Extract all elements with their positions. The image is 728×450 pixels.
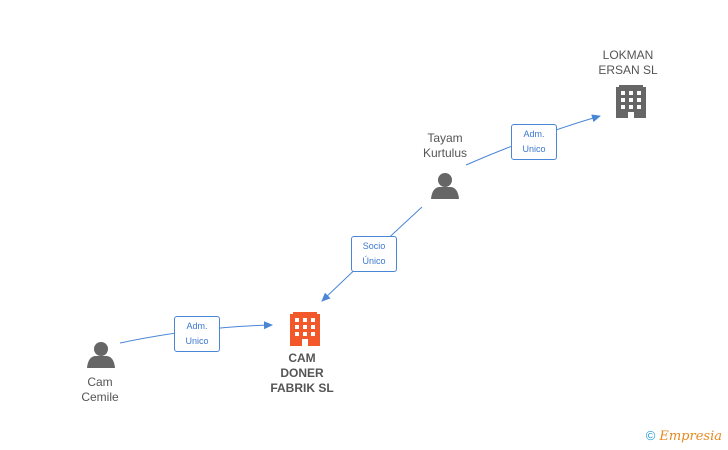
person-icon[interactable] [87, 342, 115, 368]
edge-label: Adm. Unico [511, 124, 557, 160]
building-icon[interactable] [290, 312, 320, 346]
edge-label: Socio Único [351, 236, 397, 272]
person-icon[interactable] [431, 173, 459, 199]
node-label-tayam[interactable]: Tayam Kurtulus [422, 131, 468, 160]
node-label-cam-cemile[interactable]: Cam Cemile [81, 375, 119, 404]
node-label-cam-doner[interactable]: CAM DONER FABRIK SL [270, 351, 334, 395]
node-label-lokman[interactable]: LOKMAN ERSAN SL [598, 48, 658, 77]
building-icon[interactable] [616, 85, 646, 118]
brand-logo: ©Empresia [646, 428, 722, 444]
copyright-icon: © [645, 428, 656, 443]
edge-label: Adm. Unico [174, 316, 220, 352]
brand-name: Empresia [659, 429, 722, 444]
